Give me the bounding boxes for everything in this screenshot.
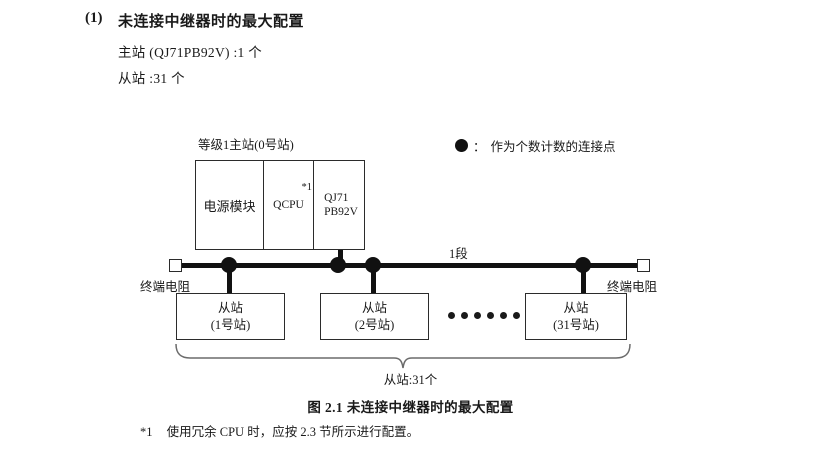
spec-master-station: 主站 (QJ71PB92V) :1 个: [118, 45, 263, 60]
footnote-text: 使用冗余 CPU 时，应按 2.3 节所示进行配置。: [166, 425, 420, 439]
slot-power-module: 电源模块: [196, 161, 264, 249]
slot-qcpu-label: QCPU: [273, 199, 304, 211]
ellipsis-dot-icon: [487, 312, 494, 319]
slave-station-name: 从站: [217, 301, 243, 316]
master-rack: 电源模块 QCPU *1 QJ71 PB92V: [195, 160, 365, 250]
slave-station-box: 从站 (31号站): [525, 293, 627, 340]
terminator-right-icon: [637, 259, 650, 272]
slot-pb92v-line1: QJ71: [324, 191, 349, 204]
slot-pb92v-line2: PB92V: [324, 206, 358, 218]
slot-qcpu: QCPU *1: [264, 161, 314, 249]
connection-node-icon: [365, 257, 381, 273]
bus-trunk-line: [181, 263, 643, 268]
legend-colon: ：: [473, 140, 486, 154]
brace-label: 从站:31个: [383, 373, 438, 387]
figure-caption: 图 2.1 未连接中继器时的最大配置: [307, 400, 514, 415]
slot-pb92v: QJ71 PB92V: [314, 161, 364, 249]
slot-power-label: 电源模块: [203, 198, 256, 214]
slot-pb92v-label: QJ71 PB92V: [324, 191, 358, 219]
terminator-left-label: 终端电阻: [140, 280, 191, 294]
heading-number: (1): [85, 10, 103, 26]
terminator-right-label: 终端电阻: [607, 280, 658, 294]
master-station-label: 等级1主站(0号站): [198, 138, 294, 152]
footnote: *1 使用冗余 CPU 时，应按 2.3 节所示进行配置。: [140, 421, 419, 440]
connection-node-icon: [330, 257, 346, 273]
connection-node-icon: [575, 257, 591, 273]
ellipsis-dot-icon: [448, 312, 455, 319]
footnote-marker: *1: [301, 182, 313, 193]
legend-label: 作为个数计数的连接点: [490, 140, 616, 154]
terminator-left-icon: [169, 259, 182, 272]
slave-count-brace: [175, 344, 631, 369]
slave-drop-line: [227, 266, 232, 294]
ellipsis-dot-icon: [500, 312, 507, 319]
ellipsis-dots-icon: [448, 312, 520, 319]
slave-station-name: 从站: [361, 301, 387, 316]
slave-station-box: 从站 (2号站): [320, 293, 429, 340]
slave-station-number: (2号站): [354, 317, 395, 332]
slave-station-name: 从站: [563, 301, 589, 316]
legend: ： 作为个数计数的连接点: [455, 136, 616, 155]
ellipsis-dot-icon: [461, 312, 468, 319]
filled-circle-icon: [455, 139, 468, 152]
footnote-mark: *1: [140, 425, 153, 439]
ellipsis-dot-icon: [474, 312, 481, 319]
segment-label: 1段: [449, 247, 468, 261]
connection-node-icon: [221, 257, 237, 273]
spec-slave-station: 从站 :31 个: [118, 71, 185, 86]
slave-station-box: 从站 (1号站): [176, 293, 285, 340]
slave-station-number: (1号站): [210, 317, 251, 332]
page-title: 未连接中继器时的最大配置: [118, 14, 305, 30]
slave-drop-line: [371, 266, 376, 294]
ellipsis-dot-icon: [513, 312, 520, 319]
slave-station-number: (31号站): [553, 317, 599, 332]
slave-drop-line: [581, 266, 586, 294]
